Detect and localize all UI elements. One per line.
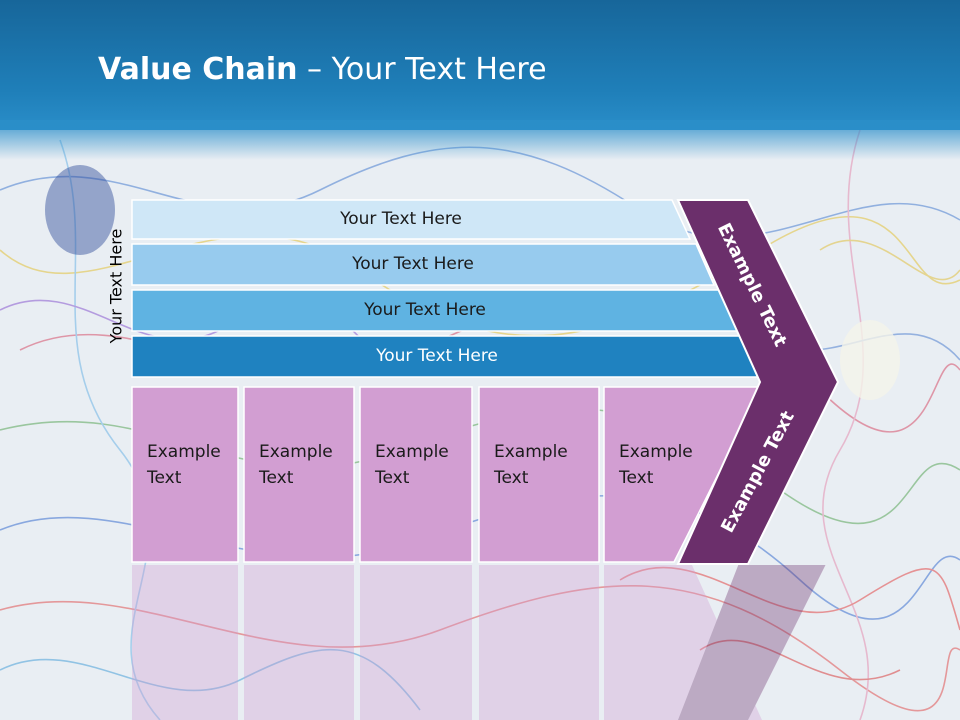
process-box-3 <box>359 386 473 563</box>
reflection-chevron <box>678 565 826 720</box>
title-rest: – Your Text Here <box>297 52 547 87</box>
bar-2 <box>131 243 716 286</box>
bar-label-1: Your Text Here <box>340 208 462 229</box>
process-box-label-1: Example Text <box>147 442 221 488</box>
process-box-5 <box>603 386 764 563</box>
process-box-label-3: Example Text <box>375 442 449 488</box>
reflection-shapes <box>132 565 826 720</box>
header-fade <box>0 120 960 160</box>
bar-label-3: Your Text Here <box>364 299 486 320</box>
header-band <box>0 0 960 130</box>
process-box-4 <box>478 386 600 563</box>
slide-title: Value Chain – Your Text Here <box>98 52 547 87</box>
title-bold: Value Chain <box>98 52 298 87</box>
reflection-box-2 <box>244 565 354 720</box>
process-box-label-5: Example Text <box>619 442 693 488</box>
reflection-box-3 <box>360 565 472 720</box>
reflection-box-5 <box>604 565 762 720</box>
diagram-reflection <box>130 565 850 720</box>
process-box-2 <box>243 386 355 563</box>
margin-chevron <box>676 199 840 565</box>
bar-1 <box>131 199 692 240</box>
bar-label-4: Your Text Here <box>376 345 498 366</box>
reflection-box-4 <box>479 565 599 720</box>
reflection-box-1 <box>132 565 238 720</box>
process-box-1 <box>131 386 239 563</box>
bar-label-2: Your Text Here <box>352 253 474 274</box>
process-box-label-2: Example Text <box>259 442 333 488</box>
process-box-label-4: Example Text <box>494 442 568 488</box>
